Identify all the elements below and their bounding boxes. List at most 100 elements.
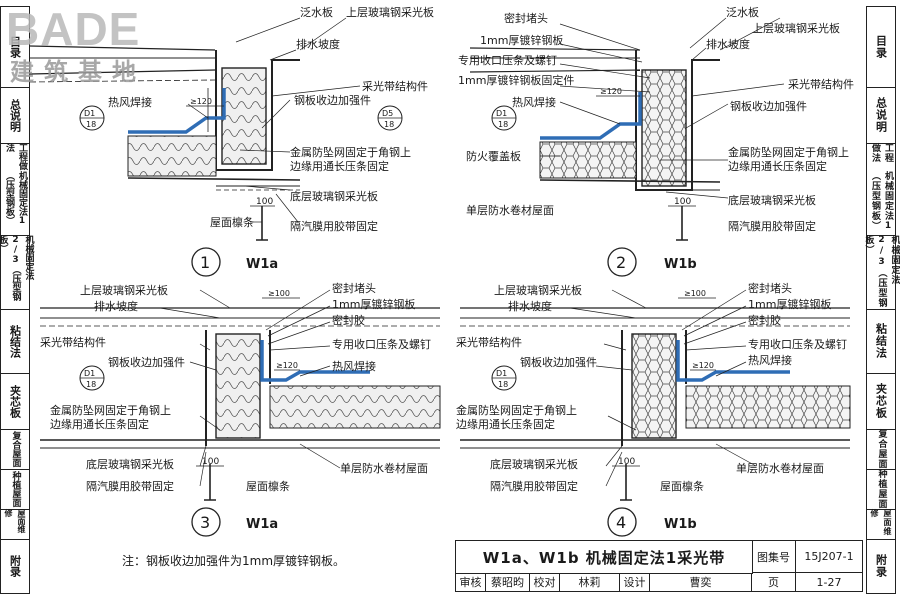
detail-4-label-steel: 1mm厚镀锌钢板 [748, 297, 831, 311]
detail-3-number: 3 [200, 513, 210, 532]
detail-2-dim-120: ≥120 [600, 87, 622, 96]
detail-4-label-vapor: 隔汽膜用胶带固定 [490, 479, 578, 493]
design-label: 设计 [620, 573, 650, 591]
tab-sandwich[interactable]: 夹芯板 [867, 373, 895, 430]
tab-contents[interactable]: 目录 [867, 7, 895, 88]
left-index-tabs: 目录 总说明 工程做法 机械固定法1（压型钢板） 机械固定法2/3（压型钢板） … [0, 6, 34, 594]
detail-2-label-net2: 边缘用通长压条固定 [728, 159, 827, 173]
detail-1-label-net2: 边缘用通长压条固定 [290, 159, 389, 173]
detail-2: 100 ≥120 D1 18 密封堵头 [458, 5, 854, 277]
detail-2-label-seal: 密封堵头 [504, 11, 548, 25]
detail-3-label-membrane-roof: 单层防水卷材屋面 [340, 461, 428, 475]
detail-3-label-sealant: 密封胶 [332, 313, 365, 327]
detail-4-label-weld: 热风焊接 [748, 353, 792, 367]
left-tab-method1[interactable]: 机械固定法1（压型钢板） [1, 171, 29, 236]
detail-1: 100 ≥120 D1 18 D5 18 [29, 5, 434, 277]
detail-4-label-slope: 排水坡度 [508, 299, 552, 313]
left-tab-label: 种植屋面 [10, 471, 21, 507]
page-label: 页 [752, 573, 796, 591]
detail-2-label-membrane-roof: 单层防水卷材屋面 [466, 203, 554, 217]
logo-word: BADE [6, 3, 141, 55]
detail-1-label-lower-sheet: 底层玻璃钢采光板 [290, 189, 378, 203]
detail-3-type: W1a [246, 517, 278, 532]
tab-general[interactable]: 总说明 [867, 87, 895, 144]
detail-4-dim-100: 100 [618, 457, 635, 467]
detail-1-label-flashing: 泛水板 [300, 5, 333, 19]
left-tab-label: 附录 [8, 555, 22, 577]
tab-label: 机械固定法2/3（压型钢板） [863, 235, 900, 308]
detail-2-number: 2 [616, 253, 626, 272]
left-tab-label: 目录 [8, 36, 22, 58]
detail-3-label-net: 金属防坠网固定于角钢上 [50, 403, 171, 417]
detail-3-label-net2: 边缘用通长压条固定 [50, 417, 149, 431]
atlas-label: 图集号 [752, 541, 796, 573]
tab-appendix[interactable]: 附录 [867, 539, 895, 593]
detail-2-ref-bot: 18 [498, 120, 508, 129]
drawing-note: 注：钢板收边加强件为1mm厚镀锌钢板。 [122, 554, 346, 568]
tab-label: 目录 [874, 35, 888, 59]
detail-3-label-purlin: 屋面檩条 [246, 479, 290, 493]
detail-2-type: W1b [664, 257, 697, 272]
tab-composite[interactable]: 复合屋面 [867, 429, 895, 470]
tab-bonding[interactable]: 粘结法 [867, 309, 895, 374]
right-index-tabs: 目录 总说明 工程做法 机械固定法1（压型钢板） 机械固定法2/3（压型钢板） … [864, 6, 900, 594]
detail-1-number: 1 [200, 253, 210, 272]
left-tab-appendix[interactable]: 附录 [1, 539, 29, 593]
detail-2-label-stiffener: 钢板收边加强件 [730, 99, 807, 113]
tab-label: 复合屋面 [876, 429, 887, 469]
tab-label: 粘结法 [874, 323, 888, 359]
detail-1-label-weld: 热风焊接 [108, 95, 152, 109]
detail-1-ref2-top: D5 [382, 109, 393, 118]
detail-1-type: W1a [246, 257, 278, 272]
detail-2-label-lower-sheet: 底层玻璃钢采光板 [728, 193, 816, 207]
detail-3-label-slope: 排水坡度 [94, 299, 138, 313]
detail-4-number: 4 [616, 513, 626, 532]
page-number: 1-27 [816, 575, 842, 589]
left-tab-general[interactable]: 总说明 [1, 87, 29, 144]
tab-maintenance[interactable]: 屋面维修 [867, 509, 895, 540]
detail-2-label-steel: 1mm厚镀锌钢板 [480, 33, 563, 47]
left-tab-maintenance[interactable]: 屋面维修 [1, 509, 29, 540]
detail-4-label-membrane-roof: 单层防水卷材屋面 [736, 461, 824, 475]
left-tab-label: 粘结法 [8, 324, 22, 358]
detail-2-label-strip: 专用收口压条及螺钉 [458, 53, 557, 67]
left-tab-composite[interactable]: 复合屋面 [1, 429, 29, 470]
detail-3-label-upper-sheet: 上层玻璃钢采光板 [80, 283, 168, 297]
left-tab-bonding[interactable]: 粘结法 [1, 309, 29, 374]
atlas-number: 15J207-1 [796, 541, 862, 573]
detail-2-label-vapor: 隔汽膜用胶带固定 [728, 219, 816, 233]
left-tab-method23[interactable]: 机械固定法2/3（压型钢板） [0, 235, 34, 310]
detail-4-ref-bot: 18 [498, 380, 508, 389]
left-tab-label: 机械固定法1（压型钢板） [4, 171, 27, 226]
detail-1-ref1-bot: 18 [86, 120, 96, 129]
tab-green[interactable]: 种植屋面 [867, 469, 895, 510]
detail-4-label-net2: 边缘用通长压条固定 [456, 417, 555, 431]
logo-chinese: 建筑基地 [10, 58, 146, 86]
detail-3-ref-bot: 18 [86, 380, 96, 389]
tab-method1[interactable]: 机械固定法1（压型钢板） [867, 171, 895, 236]
left-tab-contents[interactable]: 目录 [1, 7, 29, 88]
left-tab-sandwich[interactable]: 夹芯板 [1, 373, 29, 430]
detail-3-label-weld: 热风焊接 [332, 359, 376, 373]
detail-3-label-lower-sheet: 底层玻璃钢采光板 [86, 457, 174, 471]
detail-4-ref-top: D1 [496, 369, 507, 378]
detail-4-type: W1b [664, 517, 697, 532]
detail-3-dim-100b: ≥100 [268, 289, 290, 298]
detail-1-label-upper-sheet: 上层玻璃钢采光板 [346, 5, 434, 19]
detail-4-label-net: 金属防坠网固定于角钢上 [456, 403, 577, 417]
tab-label: 附录 [874, 554, 888, 578]
left-tab-green[interactable]: 种植屋面 [1, 469, 29, 510]
detail-3-dim-100: 100 [202, 457, 219, 467]
tab-method23[interactable]: 机械固定法2/3（压型钢板） [864, 235, 900, 310]
detail-3-ref-top: D1 [84, 369, 95, 378]
title-block: W1a、W1b 机械固定法1采光带 图集号 15J207-1 审核 蔡昭昀 校对… [455, 540, 863, 592]
detail-4-label-stiffener: 钢板收边加强件 [520, 355, 597, 369]
detail-2-dim-100: 100 [674, 197, 691, 207]
detail-2-label-upper-sheet: 上层玻璃钢采光板 [752, 21, 840, 35]
detail-4-label-strip: 专用收口压条及螺钉 [748, 337, 847, 351]
left-tab-label: 屋面维修 [4, 509, 26, 533]
detail-4-label-sealant: 密封胶 [748, 313, 781, 327]
detail-3-label-vapor: 隔汽膜用胶带固定 [86, 479, 174, 493]
detail-4-dim-120: ≥120 [692, 361, 714, 370]
